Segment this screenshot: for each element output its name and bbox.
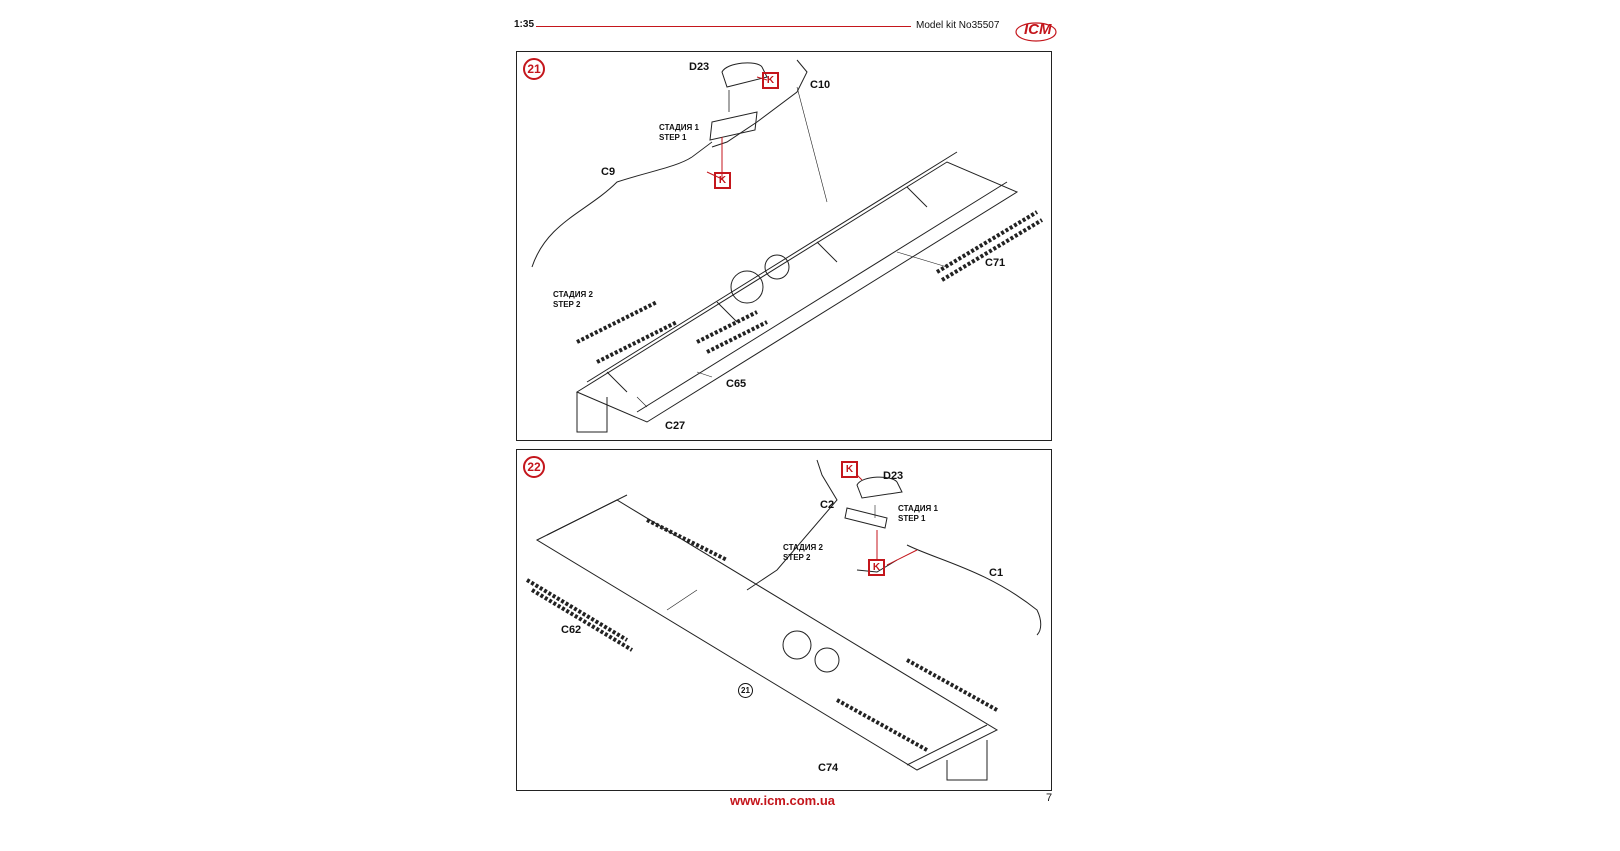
icm-logo: ICM [1014, 18, 1064, 48]
kit-number: Model kit No35507 [916, 20, 1000, 31]
marker-k: K [841, 461, 858, 478]
chassis-drawing [525, 459, 1042, 781]
part-label-d23: D23 [689, 61, 710, 73]
part-label-c71: C71 [985, 257, 1006, 269]
step-number: 22 [523, 456, 545, 478]
page-number: 7 [1046, 792, 1053, 804]
marker-k: K [868, 559, 885, 576]
step-number: 21 [523, 58, 545, 80]
part-label-c65: C65 [726, 378, 747, 390]
stage-ru: СТАДИЯ 1 [898, 504, 938, 513]
part-label-c62: C62 [561, 624, 582, 636]
part-label-c2: C2 [820, 499, 835, 511]
logo-text: ICM [1024, 21, 1052, 38]
reference-step-21: 21 [738, 683, 753, 698]
header-divider [536, 26, 911, 27]
stage-ru: СТАДИЯ 2 [553, 290, 593, 299]
part-label-c27: C27 [665, 420, 686, 432]
stage-en: STEP 1 [898, 514, 926, 523]
marker-k: K [762, 72, 779, 89]
stage-en: STEP 2 [553, 300, 581, 309]
part-label-c74: C74 [818, 762, 839, 774]
website-link[interactable]: www.icm.com.ua [730, 793, 835, 808]
marker-k: K [714, 172, 731, 189]
part-label-c10: C10 [810, 79, 831, 91]
part-label-c9: C9 [601, 166, 616, 178]
stage-en: STEP 1 [659, 133, 687, 142]
scale-label: 1:35 [514, 19, 535, 30]
part-label-c1: C1 [989, 567, 1004, 579]
part-label-d23: D23 [883, 470, 904, 482]
chassis-drawing [531, 59, 1044, 433]
stage-ru: СТАДИЯ 2 [783, 543, 823, 552]
stage-en: STEP 2 [783, 553, 811, 562]
stage-ru: СТАДИЯ 1 [659, 123, 699, 132]
